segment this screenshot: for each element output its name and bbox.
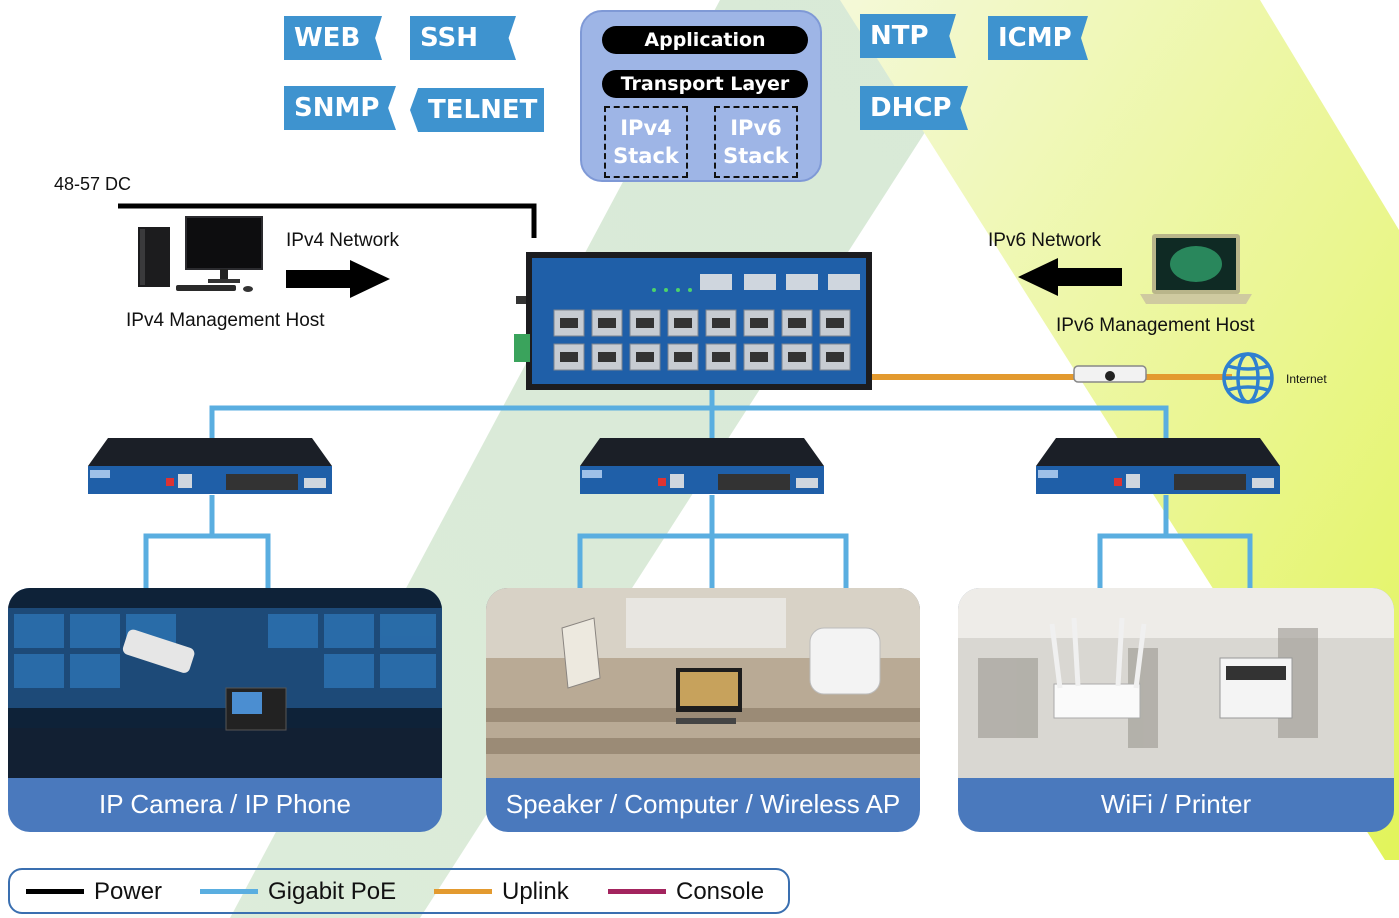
panel-caption-speaker-computer-ap: Speaker / Computer / Wireless AP [505,789,901,819]
legend-console-label: Console [676,878,765,905]
ipv4-desktop-computer-icon [138,216,263,292]
ipv6-laptop-icon [1140,234,1252,304]
ipv6-host-label: IPv6 Management Host [1056,315,1255,336]
poe-switch-right [1036,438,1280,494]
control-room-photo [8,588,442,778]
legend-uplink-swatch [434,889,492,894]
classroom-photo [486,588,920,778]
ipv6-stack-line2: Stack [723,144,789,168]
transport-layer: Transport Layer [602,70,808,98]
ipv4-arrow-right-icon [286,260,390,298]
core-industrial-switch [514,252,872,390]
legend-poe-label: Gigabit PoE [268,878,397,905]
legend-poe-swatch [200,889,258,894]
ssh-tag: SSH [410,16,516,60]
dhcp-tag: DHCP [860,86,968,130]
icmp-tag: ICMP [988,16,1088,60]
ipv6-network-label: IPv6 Network [988,230,1101,251]
legend-power-label: Power [94,878,163,905]
legend-power-swatch [26,889,84,894]
ipv4-stack-line2: Stack [613,144,679,168]
ipv4-host-label: IPv4 Management Host [126,310,325,331]
snmp-tag: SNMP [284,86,396,130]
panel-wifi-printer: WiFi / Printer [958,588,1394,832]
office-photo [958,588,1394,778]
protocol-stack-box: Application Transport Layer IPv4 Stack I… [580,10,822,182]
application-layer: Application [602,26,808,54]
internet-globe-icon [1222,352,1274,404]
ipv4-stack: IPv4 Stack [604,106,688,178]
ipv4-network-label: IPv4 Network [286,230,399,251]
ipv6-stack: IPv6 Stack [714,106,798,178]
ipv6-arrow-left-icon [1018,258,1122,296]
telnet-tag: TELNET [410,88,544,132]
legend-console-swatch [608,889,666,894]
legend-uplink-label: Uplink [502,878,569,905]
power-label: 48-57 DC [54,174,132,194]
panel-speaker-computer-ap: Speaker / Computer / Wireless AP [486,588,920,832]
panel-camera-phone: IP Camera / IP Phone [8,588,442,832]
panel-caption-camera-phone: IP Camera / IP Phone [99,789,351,819]
poe-switch-center [580,438,824,494]
ipv6-stack-line1: IPv6 [730,116,782,140]
poe-switch-left [88,438,332,494]
ipv4-stack-line1: IPv4 [620,116,672,140]
web-tag: WEB [284,16,382,60]
internet-label: Internet [1286,372,1327,386]
ntp-tag: NTP [860,14,956,58]
router-device-icon [1073,365,1147,383]
panel-caption-wifi-printer: WiFi / Printer [1100,789,1252,819]
legend: Power Gigabit PoE Uplink Console [8,868,790,914]
